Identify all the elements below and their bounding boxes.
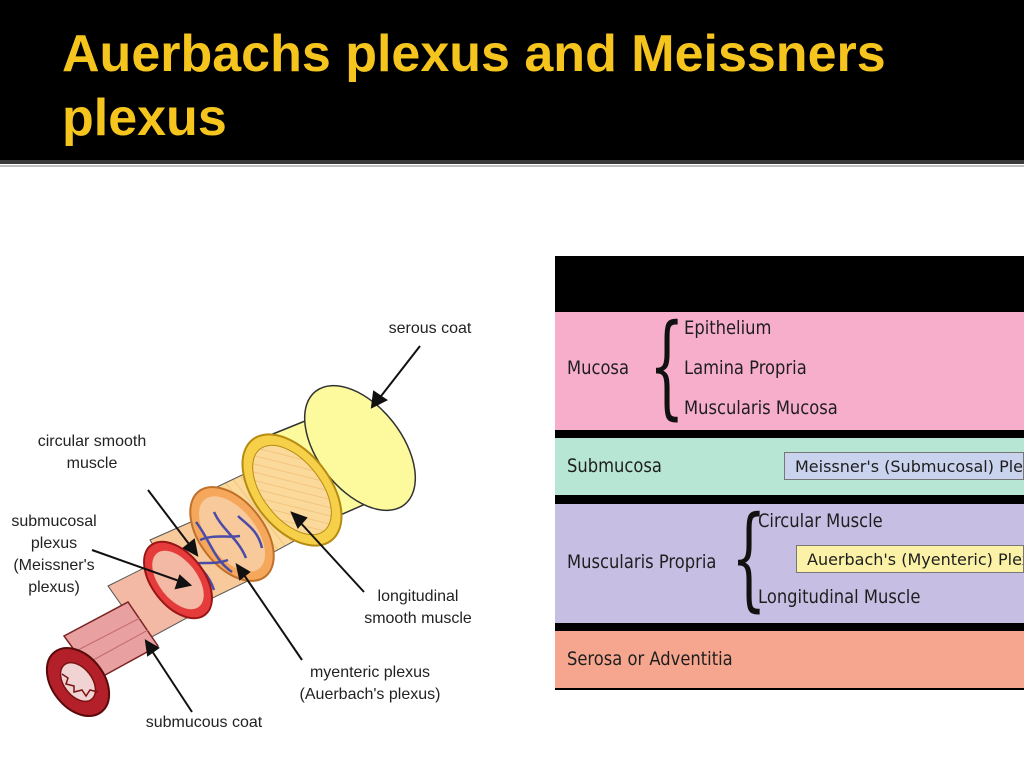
muscularis-propria-band: Muscularis Propria { Circular Muscle Aue… <box>555 498 1024 623</box>
serosa-band: Serosa or Adventitia <box>555 631 1024 688</box>
sublayer-epithelium: Epithelium <box>684 317 772 339</box>
gut-tube-illustration <box>45 345 421 717</box>
label-submucosal-plexus: submucosal plexus (Meissner's plexus) <box>11 513 97 596</box>
longitudinal-muscle-label: Longitudinal Muscle <box>758 586 921 608</box>
submucosa-band: Submucosa Meissner's (Submucosal) Plexus <box>555 438 1024 495</box>
meissner-plexus-box: Meissner's (Submucosal) Plexus <box>784 452 1024 480</box>
label-arrows <box>91 345 421 713</box>
label-serous-coat: serous coat <box>388 320 472 337</box>
gut-wall-layers-table: Mucosa { Epithelium Lamina Propria Muscu… <box>555 256 1024 690</box>
muscularis-brace: { <box>731 493 767 623</box>
sublayer-lamina-propria: Lamina Propria <box>684 357 807 379</box>
mucosa-band: Mucosa { Epithelium Lamina Propria Muscu… <box>555 306 1024 430</box>
label-submucous-coat: submucous coat <box>145 714 263 731</box>
label-longitudinal-smooth-muscle: longitudinal smooth muscle <box>364 588 472 627</box>
title-divider <box>0 160 1024 164</box>
mucosa-brace: { <box>649 301 685 431</box>
label-myenteric-plexus: myenteric plexus (Auerbach's plexus) <box>299 664 441 703</box>
sublayer-muscularis-mucosa: Muscularis Mucosa <box>684 397 838 419</box>
circular-muscle-label: Circular Muscle <box>758 510 883 532</box>
mucosa-label: Mucosa <box>567 357 629 379</box>
slide-title: Auerbachs plexus and Meissners plexus <box>62 25 886 147</box>
submucosa-label: Submucosa <box>567 455 662 477</box>
label-circular-smooth-muscle: circular smooth muscle <box>37 433 147 472</box>
title-bar <box>0 0 1024 160</box>
muscularis-propria-label: Muscularis Propria <box>567 551 717 573</box>
serosa-label: Serosa or Adventitia <box>567 648 733 670</box>
title-divider-light <box>0 165 1024 167</box>
auerbach-plexus-box: Auerbach's (Myenteric) Plexus <box>796 545 1024 573</box>
mucosa-tube <box>45 601 160 717</box>
